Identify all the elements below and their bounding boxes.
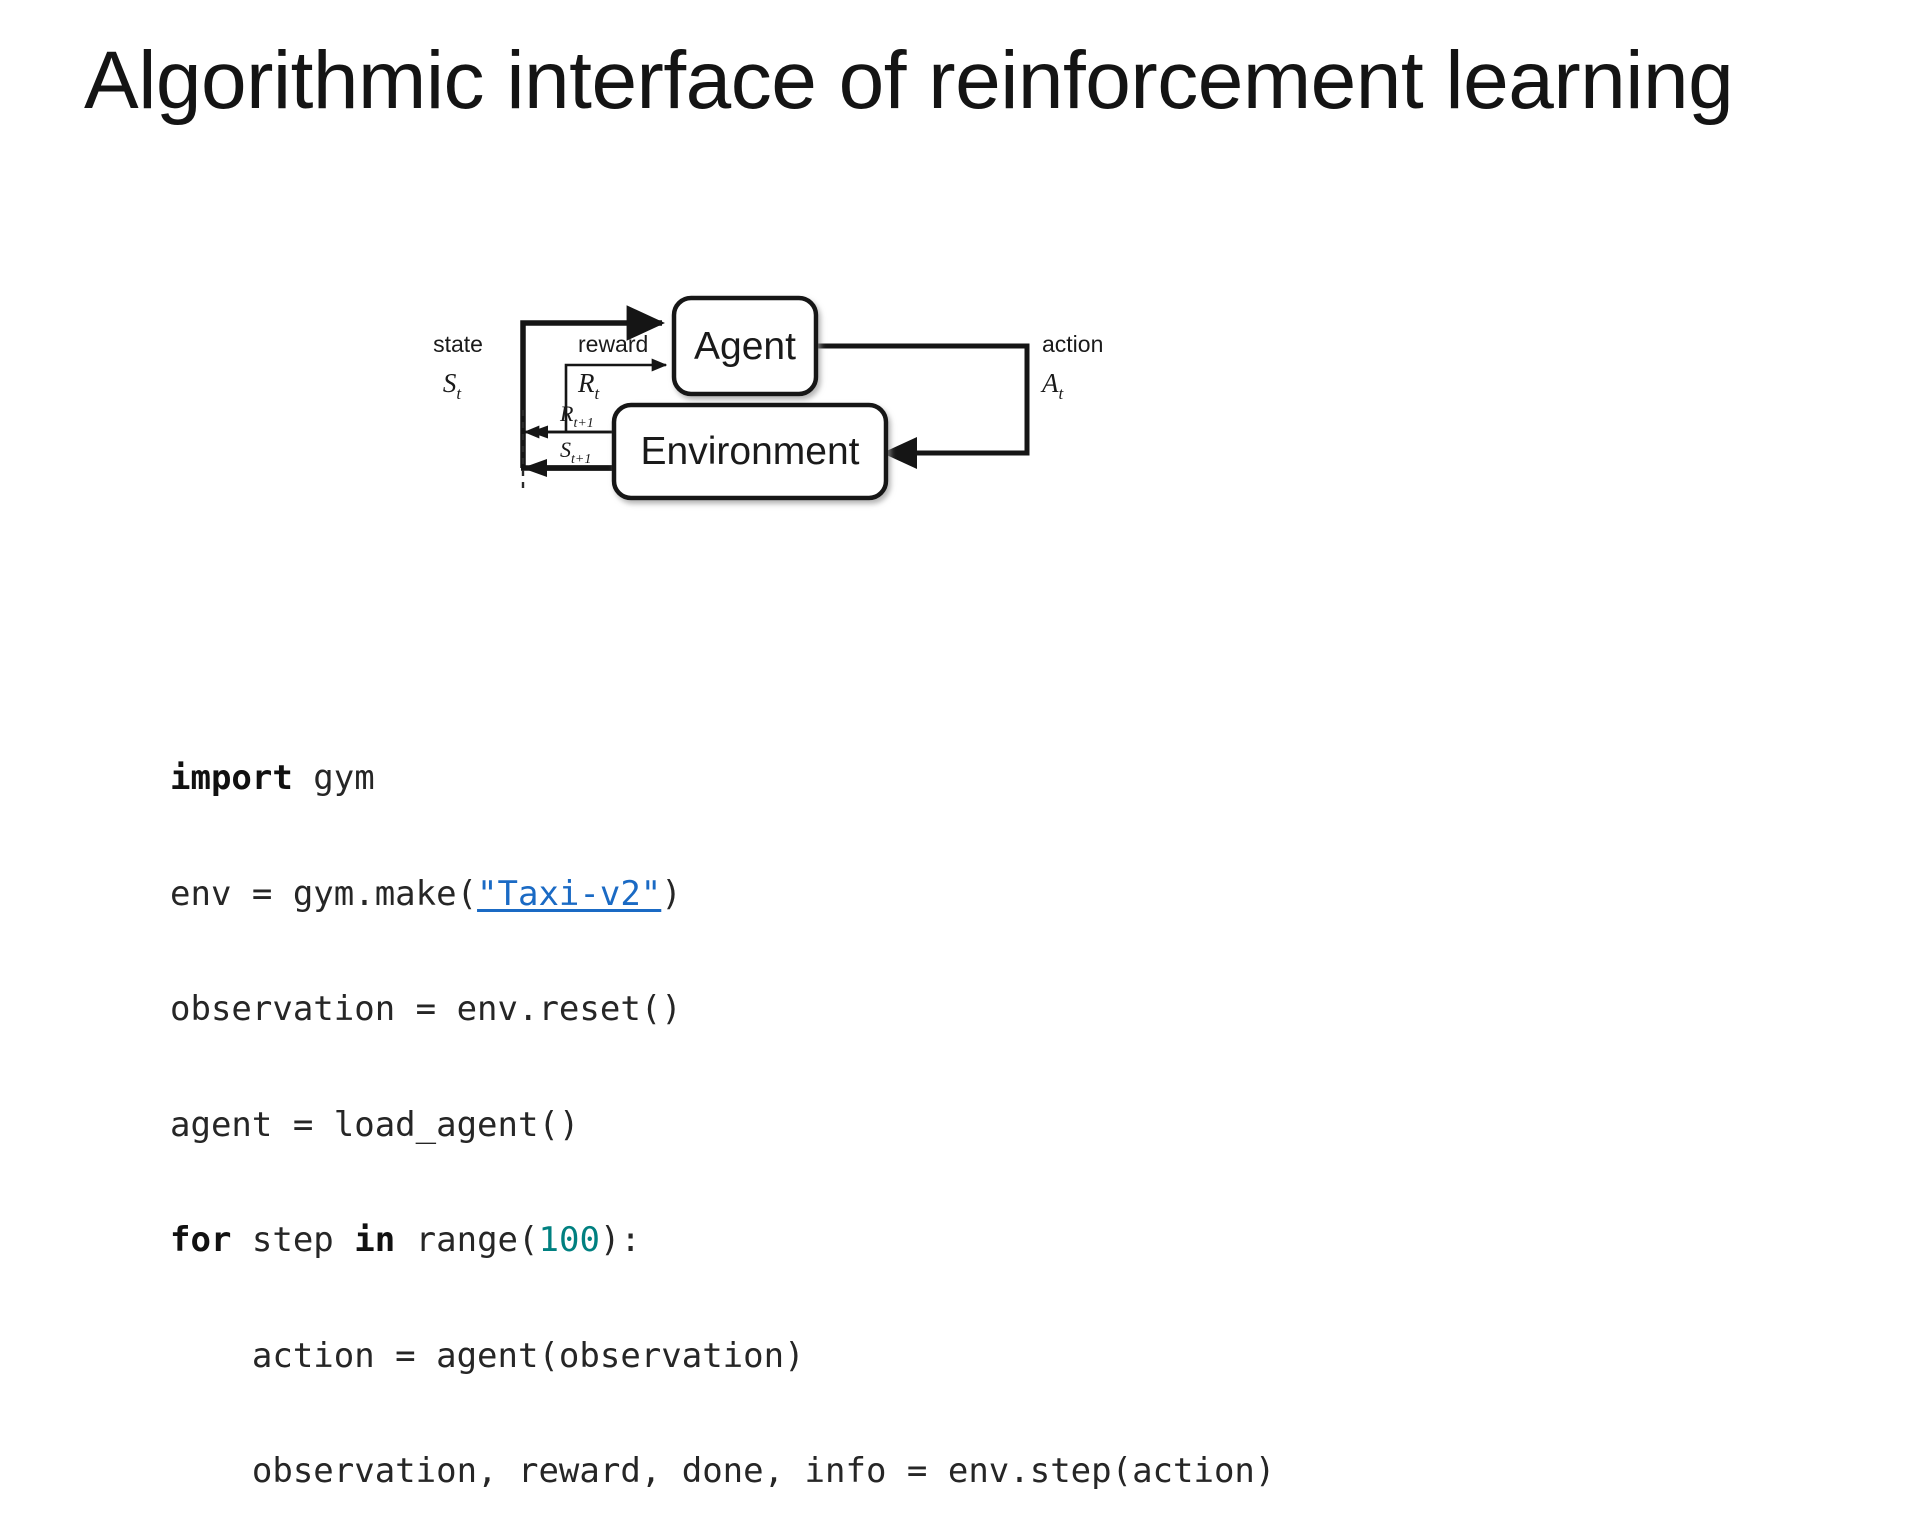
code-text: observation = env.reset() (170, 989, 682, 1029)
arrowhead-next-state (522, 459, 547, 477)
code-text: env = gym.make( (170, 873, 478, 914)
page-title: Algorithmic interface of reinforcement l… (84, 35, 1734, 126)
agent-box-label: Agent (694, 325, 796, 368)
code-text: action = agent(observation) (170, 1335, 805, 1376)
edge-state (520, 305, 666, 468)
label-reward: reward Rt (577, 331, 648, 403)
state-symbol-label: St (443, 368, 463, 403)
code-block: import gym env = gym.make("Taxi-v2") obs… (170, 682, 1275, 1529)
reward-word-label: reward (578, 331, 648, 357)
code-text: gym (292, 758, 375, 798)
next-reward-symbol-label: Rt+1 (559, 401, 594, 431)
edge-reward (564, 358, 668, 432)
code-number: 100 (538, 1220, 600, 1260)
reward-symbol-label: Rt (577, 368, 601, 403)
code-line-5: for step in range(100): (170, 1221, 1275, 1260)
code-line-3: observation = env.reset() (170, 990, 1275, 1029)
edge-action (815, 343, 1030, 470)
label-next-reward: Rt+1 (559, 401, 594, 431)
label-action: action At (1040, 331, 1103, 403)
code-line-2: env = gym.make("Taxi-v2") (170, 873, 1275, 914)
node-environment: Environment (611, 402, 889, 501)
node-agent: Agent (671, 295, 819, 397)
arrowhead-next-reward (530, 425, 548, 439)
code-text: agent = load_agent() (170, 1104, 580, 1145)
code-line-6: action = agent(observation) (170, 1335, 1275, 1376)
env-id-link[interactable]: "Taxi-v2" (477, 873, 662, 914)
state-word-label: state (433, 331, 483, 357)
code-text: ): (599, 1220, 641, 1260)
environment-box-label: Environment (641, 430, 860, 473)
code-keyword: for (170, 1220, 232, 1260)
code-line-4: agent = load_agent() (170, 1104, 1275, 1145)
code-line-1: import gym (170, 759, 1275, 798)
code-text: ) (661, 873, 682, 914)
label-state: state St (433, 331, 483, 403)
code-keyword: import (170, 758, 293, 798)
code-text: observation, reward, done, info = env.st… (170, 1451, 1276, 1491)
label-next-state: St+1 (560, 437, 591, 467)
rl-loop-diagram: Agent Environment state St reward Rt act… (390, 210, 1210, 530)
action-word-label: action (1042, 331, 1103, 357)
code-text: step (231, 1220, 355, 1260)
next-state-symbol-label: St+1 (560, 437, 591, 467)
action-symbol-label: At (1040, 368, 1065, 403)
code-line-7: observation, reward, done, info = env.st… (170, 1451, 1276, 1491)
code-keyword: in (354, 1220, 396, 1260)
code-text: range( (395, 1220, 539, 1260)
